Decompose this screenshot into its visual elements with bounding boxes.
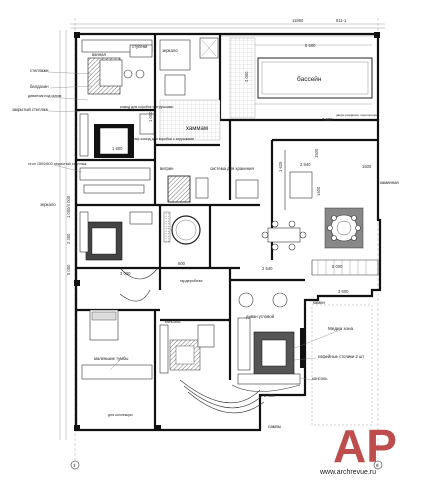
dining-area	[261, 220, 307, 251]
label-vitrine: витрин	[160, 166, 174, 171]
label-canopy: балдахин	[30, 84, 49, 89]
label-console: консоль	[312, 376, 328, 381]
dim-5000: 5 000	[332, 264, 343, 269]
label-racks: стеллажи	[30, 68, 49, 73]
study-room	[159, 324, 215, 374]
dim-2940: 2 940	[300, 162, 311, 167]
watermark: AP www.archrevue.ru	[319, 420, 397, 476]
dim-3600: 3 600	[338, 289, 349, 294]
label-storage-system: система для хранения	[210, 166, 254, 171]
label-sofa-window: диванчик под окном	[28, 94, 62, 98]
label-corner-sofa: диван угловой	[246, 314, 275, 319]
dim-pool-width: 8 600	[305, 43, 316, 48]
label-console-mid: консоль	[165, 319, 181, 324]
label-fireplace: камин	[313, 300, 325, 305]
dim-2540: 2 540	[262, 266, 273, 271]
axis-marker-6	[373, 460, 383, 470]
room-labels: ступени зеркало ванная стеллажи балдахин…	[12, 44, 399, 468]
bedroom-lower	[81, 289, 153, 380]
living-room	[231, 292, 304, 392]
label-wardrobe: гардеробная	[180, 279, 202, 283]
pool	[229, 37, 373, 119]
dimension-labels: 11860 811-1 8 600 4 000 7 900 1 600 1 00…	[66, 18, 372, 398]
label-boxes-toys-2: шкаф комод для коробок с игрушками	[130, 137, 194, 141]
label-rack-open: стол 1500/600 открытый стеллаж	[28, 162, 87, 166]
dim-top-total: 11860	[292, 18, 304, 23]
label-axis-1: 1	[73, 463, 76, 468]
label-pool-edge: двери-раздвижн. перегородки	[336, 113, 378, 117]
leader-lines	[47, 71, 341, 381]
dim-3000: 3 000	[120, 271, 131, 276]
dim-600: 600	[178, 261, 186, 266]
dim-pool-depth: 4 000	[244, 71, 249, 82]
axis-marker-1	[70, 460, 80, 470]
hammam	[159, 37, 221, 141]
dim-2400: 2 400	[66, 233, 71, 244]
stairs	[179, 259, 379, 414]
dim-1000: 1 000	[148, 111, 153, 122]
bathroom-area	[81, 39, 153, 95]
dim-1625: 1 625	[278, 161, 283, 172]
central-hall	[163, 175, 259, 245]
dim-7900: 7 900	[322, 117, 333, 122]
logo-ap: AP	[333, 420, 397, 472]
label-closed-rack: закрытый стеллаж	[12, 107, 48, 112]
label-coffee-tables: кофейные столики 2 шт	[318, 354, 364, 359]
kids-room	[79, 113, 155, 194]
dim-top-right: 811-1	[336, 18, 347, 23]
dim-1500: 1500	[314, 148, 319, 158]
label-lamps: лампы	[268, 424, 281, 429]
dim-left-1: 1 000/4 000	[66, 195, 71, 218]
label-mirror: зеркало	[162, 48, 178, 53]
label-hammam: хаммам	[186, 126, 208, 132]
label-axis-6: 6	[376, 463, 379, 468]
dim-left-2: 5 000	[66, 264, 71, 275]
label-mirror-left: зеркало	[40, 202, 56, 207]
outer-walls	[74, 32, 382, 432]
fireplace-room	[284, 150, 364, 249]
label-boxes-toys-1: комод для коробок с игрушками	[120, 105, 173, 109]
interior-walls	[76, 34, 378, 430]
label-steps-top: ступени	[132, 44, 148, 49]
dim-1500b: 1500	[362, 164, 372, 169]
right-annex	[311, 304, 373, 426]
bedroom-left	[79, 211, 159, 280]
dim-1600: 1 600	[112, 146, 123, 151]
label-small-tables: маленькие тумбы	[94, 356, 128, 361]
logo-url: www.archrevue.ru	[319, 469, 376, 476]
label-fireplace-right: каминная	[380, 180, 399, 185]
label-bathroom: ванная	[92, 52, 106, 57]
label-pool: бассейн	[297, 75, 322, 83]
label-media-zone: Медиа зона	[328, 326, 354, 331]
dim-2400b: 2 400	[264, 393, 275, 398]
label-for-collection: для коллекции	[108, 413, 133, 417]
dim-1400: 1400	[316, 186, 321, 196]
